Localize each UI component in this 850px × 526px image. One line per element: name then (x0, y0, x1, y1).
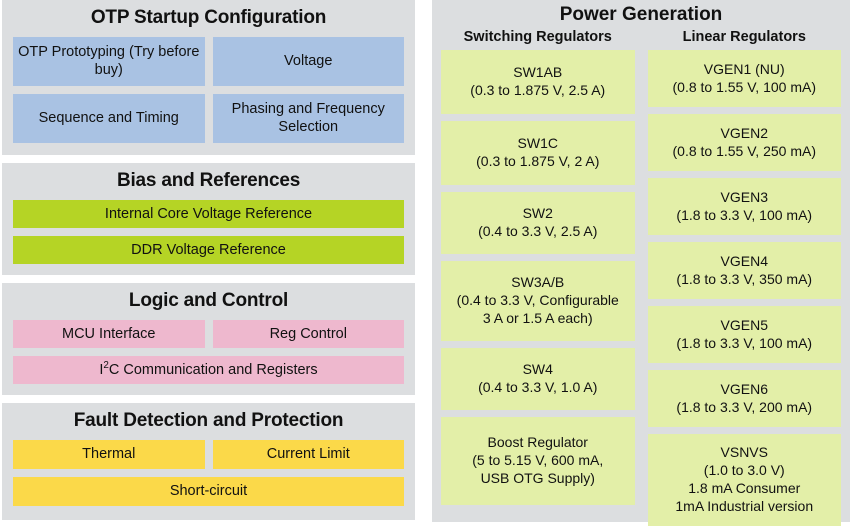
otp-row-2: Sequence and Timing Phasing and Frequenc… (13, 93, 404, 143)
block-vgen3: VGEN3 (1.8 to 3.3 V, 100 mA) (647, 178, 841, 235)
regulator-columns: SW1AB (0.3 to 1.875 V, 2.5 A) SW1C (0.3 … (441, 50, 841, 526)
block-sw2: SW2 (0.4 to 3.3 V, 2.5 A) (441, 192, 635, 254)
block-sequence-line2: Timing (135, 110, 179, 127)
block-boost-regulator-name: Boost Regulator (487, 434, 588, 451)
block-reg-control: Reg Control (212, 319, 404, 348)
block-otp-prototyping: OTP Prototyping (Try before buy) (13, 36, 205, 86)
block-vgen2: VGEN2 (0.8 to 1.55 V, 250 mA) (647, 114, 841, 171)
block-otp-prototyping-line1: OTP Prototyping (18, 44, 126, 61)
block-vgen6-name: VGEN6 (720, 380, 768, 397)
panel-title-bias: Bias and References (116, 170, 301, 191)
block-boost-regulator-spec-line1: (5 to 5.15 V, 600 mA, (472, 452, 604, 469)
block-vgen2-name: VGEN2 (720, 124, 768, 141)
block-sw3ab: SW3A/B (0.4 to 3.3 V, Configurable 3 A o… (441, 261, 635, 341)
subheading-switching-regulators: Switching Regulators (463, 29, 612, 45)
block-vgen4-name: VGEN4 (720, 252, 768, 269)
block-vsnvs-spec-line3: 1mA Industrial version (675, 497, 814, 514)
left-column: OTP Startup Configuration OTP Prototypin… (2, 0, 415, 522)
block-sw4-name: SW4 (522, 361, 553, 378)
block-vgen1: VGEN1 (NU) (0.8 to 1.55 V, 100 mA) (647, 50, 841, 107)
otp-row-1: OTP Prototyping (Try before buy) Voltage (13, 36, 404, 86)
block-vgen3-spec: (1.8 to 3.3 V, 100 mA) (676, 206, 813, 223)
block-boost-regulator: Boost Regulator (5 to 5.15 V, 600 mA, US… (441, 417, 635, 505)
panel-power-generation: Power Generation Switching Regulators Li… (432, 0, 850, 526)
block-sw1ab-name: SW1AB (513, 64, 563, 81)
bias-row-2: DDR Voltage Reference (13, 235, 404, 264)
block-sw3ab-name: SW3A/B (511, 274, 565, 291)
block-vsnvs: VSNVS (1.0 to 3.0 V) 1.8 mA Consumer 1mA… (647, 434, 841, 526)
block-vgen3-name: VGEN3 (720, 188, 768, 205)
block-ddr-voltage-reference: DDR Voltage Reference (13, 235, 404, 264)
block-vgen5-spec: (1.8 to 3.3 V, 100 mA) (676, 334, 813, 351)
block-vsnvs-spec-line1: (1.0 to 3.0 V) (703, 462, 785, 479)
panel-title-fault: Fault Detection and Protection (73, 410, 344, 431)
i2c-superscript: 2 (103, 359, 109, 371)
panel-otp-startup-configuration: OTP Startup Configuration OTP Prototypin… (2, 0, 415, 155)
block-vgen4-spec: (1.8 to 3.3 V, 350 mA) (676, 270, 813, 287)
block-sw2-name: SW2 (522, 205, 553, 222)
block-sw3ab-spec-line1: (0.4 to 3.3 V, Configurable (456, 292, 619, 309)
block-vgen5: VGEN5 (1.8 to 3.3 V, 100 mA) (647, 306, 841, 363)
column-switching-regulators: SW1AB (0.3 to 1.875 V, 2.5 A) SW1C (0.3 … (441, 50, 635, 526)
panel-title-power-generation: Power Generation (559, 4, 723, 25)
block-sw3ab-spec-line2: 3 A or 1.5 A each) (482, 309, 593, 326)
block-current-limit: Current Limit (212, 439, 404, 469)
block-short-circuit: Short-circuit (13, 476, 404, 506)
block-thermal: Thermal (13, 439, 205, 469)
subheading-linear-regulators: Linear Regulators (682, 29, 806, 45)
block-sequence-line1: Sequence and (38, 110, 133, 127)
block-otp-prototyping-line2: (Try before buy) (94, 44, 200, 79)
block-vgen5-name: VGEN5 (720, 316, 768, 333)
panel-logic-and-control: Logic and Control MCU Interface Reg Cont… (2, 283, 415, 395)
block-vgen1-name: VGEN1 (NU) (703, 60, 785, 77)
block-sw2-spec: (0.4 to 3.3 V, 2.5 A) (478, 223, 598, 239)
block-phasing-line1: Phasing and (231, 101, 313, 118)
panel-bias-and-references: Bias and References Internal Core Voltag… (2, 163, 415, 275)
block-i2c-communication-and-registers: I2C Communication and Registers (13, 355, 404, 384)
power-generation-subheadings: Switching Regulators Linear Regulators (441, 29, 841, 45)
panel-fault-detection-and-protection: Fault Detection and Protection Thermal C… (2, 403, 415, 520)
block-sw1ab: SW1AB (0.3 to 1.875 V, 2.5 A) (441, 50, 635, 114)
block-mcu-interface: MCU Interface (13, 319, 205, 348)
block-phasing-line2: Frequency Selection (278, 101, 385, 136)
block-vgen1-spec: (0.8 to 1.55 V, 100 mA) (672, 78, 816, 95)
fault-row-2: Short-circuit (13, 476, 404, 506)
block-internal-core-voltage-reference: Internal Core Voltage Reference (13, 199, 404, 228)
block-vgen4: VGEN4 (1.8 to 3.3 V, 350 mA) (647, 242, 841, 299)
logic-row-1: MCU Interface Reg Control (13, 319, 404, 348)
logic-row-2: I2C Communication and Registers (13, 355, 404, 384)
fault-row-1: Thermal Current Limit (13, 439, 404, 469)
block-sw1c-spec: (0.3 to 1.875 V, 2 A) (476, 153, 600, 169)
column-linear-regulators: VGEN1 (NU) (0.8 to 1.55 V, 100 mA) VGEN2… (647, 50, 841, 526)
block-sequence-and-timing: Sequence and Timing (13, 93, 205, 143)
panel-title-logic: Logic and Control (128, 290, 289, 311)
block-vgen6-spec: (1.8 to 3.3 V, 200 mA) (676, 398, 813, 415)
i2c-suffix: C Communication and Registers (108, 361, 318, 378)
block-sw4-spec: (0.4 to 3.3 V, 1.0 A) (478, 379, 598, 395)
block-sw1ab-spec: (0.3 to 1.875 V, 2.5 A) (470, 82, 606, 98)
block-sw1c: SW1C (0.3 to 1.875 V, 2 A) (441, 121, 635, 185)
block-vgen6: VGEN6 (1.8 to 3.3 V, 200 mA) (647, 370, 841, 427)
panel-title-otp: OTP Startup Configuration (90, 7, 327, 28)
block-vsnvs-spec-line2: 1.8 mA Consumer (688, 480, 801, 496)
block-sw4: SW4 (0.4 to 3.3 V, 1.0 A) (441, 348, 635, 410)
block-boost-regulator-spec-line2: USB OTG Supply) (480, 469, 595, 486)
block-vsnvs-name: VSNVS (720, 444, 768, 461)
block-vgen2-spec: (0.8 to 1.55 V, 250 mA) (672, 142, 816, 159)
block-voltage: Voltage (212, 36, 404, 86)
i2c-prefix: I (99, 361, 104, 378)
block-phasing-frequency-selection: Phasing and Frequency Selection (212, 93, 404, 143)
bias-row-1: Internal Core Voltage Reference (13, 199, 404, 228)
block-sw1c-name: SW1C (517, 135, 558, 152)
